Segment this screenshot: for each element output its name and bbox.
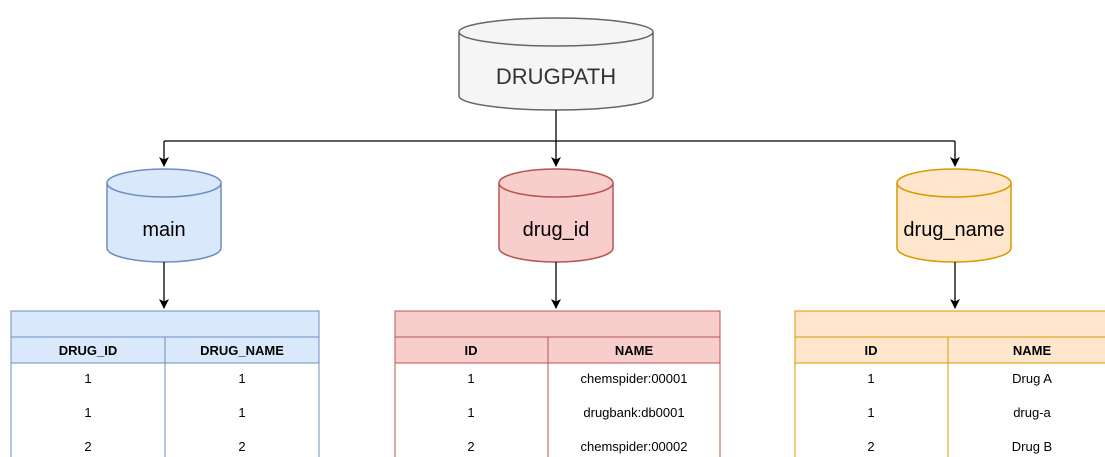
table-drug-name: ID NAME 1 Drug A 1 drug-a 2 Drug B — [794, 310, 1105, 457]
drug-id-cylinder-top — [498, 168, 614, 198]
table-main-cell: 1 — [238, 405, 245, 420]
drug-id-label: drug_id — [523, 219, 590, 241]
root-edges — [159, 110, 960, 167]
table-main-col-header: DRUG_ID — [59, 343, 118, 358]
table-drug-id-header-row — [394, 336, 721, 364]
drug-name-cylinder-body — [896, 183, 1012, 263]
table-drug-name-col-header: ID — [865, 343, 878, 358]
table-drug-name-cell: drug-a — [1013, 405, 1051, 420]
table-main-cell: 2 — [84, 439, 91, 454]
table-drug-name-header-row — [794, 336, 1105, 364]
table-main-cell: 1 — [84, 371, 91, 386]
table-main: DRUG_ID DRUG_NAME 1 1 1 1 2 2 — [10, 310, 320, 457]
main-cylinder-top — [106, 168, 222, 198]
table-main-outline — [10, 337, 320, 457]
database-main: main — [106, 168, 222, 263]
table-main-cell: 1 — [238, 371, 245, 386]
table-main-title-bar — [10, 310, 320, 338]
table-drug-id-cell: 2 — [467, 439, 474, 454]
table-drug-id: ID NAME 1 chemspider:00001 1 drugbank:db… — [394, 310, 721, 457]
table-drug-name-cell: 2 — [867, 439, 874, 454]
table-drug-id-title-bar — [394, 310, 721, 338]
table-drug-name-outline — [794, 337, 949, 457]
table-drug-name-cell: 1 — [867, 405, 874, 420]
root-cylinder-top — [458, 17, 654, 47]
table-edges — [159, 262, 960, 309]
table-drug-id-outline — [394, 337, 721, 457]
table-drug-name-cell: 1 — [867, 371, 874, 386]
table-drug-id-col-header: NAME — [615, 343, 654, 358]
table-drug-id-cell: chemspider:00002 — [581, 439, 688, 454]
main-cylinder-body — [106, 183, 222, 263]
table-drug-id-cell: drugbank:db0001 — [583, 405, 684, 420]
table-main-col-header: DRUG_NAME — [200, 343, 284, 358]
table-drug-name-cell: Drug B — [1012, 439, 1052, 454]
table-drug-id-cell: chemspider:00001 — [581, 371, 688, 386]
database-drug-id: drug_id — [498, 168, 614, 263]
table-drug-id-cell: 1 — [467, 405, 474, 420]
table-main-cell: 2 — [238, 439, 245, 454]
drug-name-label: drug_name — [903, 219, 1004, 241]
main-label: main — [142, 219, 185, 241]
root-database-drugpath: DRUGPATH — [458, 17, 654, 111]
table-drug-name-cell: Drug A — [1012, 371, 1052, 386]
table-drug-name-col-header: NAME — [1013, 343, 1052, 358]
table-drug-name-title-bar — [794, 310, 1105, 338]
database-drug-name: drug_name — [896, 168, 1012, 263]
root-label: DRUGPATH — [496, 64, 616, 89]
drug-id-cylinder-body — [498, 183, 614, 263]
table-drug-id-cell: 1 — [467, 371, 474, 386]
table-main-cell: 1 — [84, 405, 91, 420]
drug-name-cylinder-top — [896, 168, 1012, 198]
table-drug-id-col-header: ID — [465, 343, 478, 358]
